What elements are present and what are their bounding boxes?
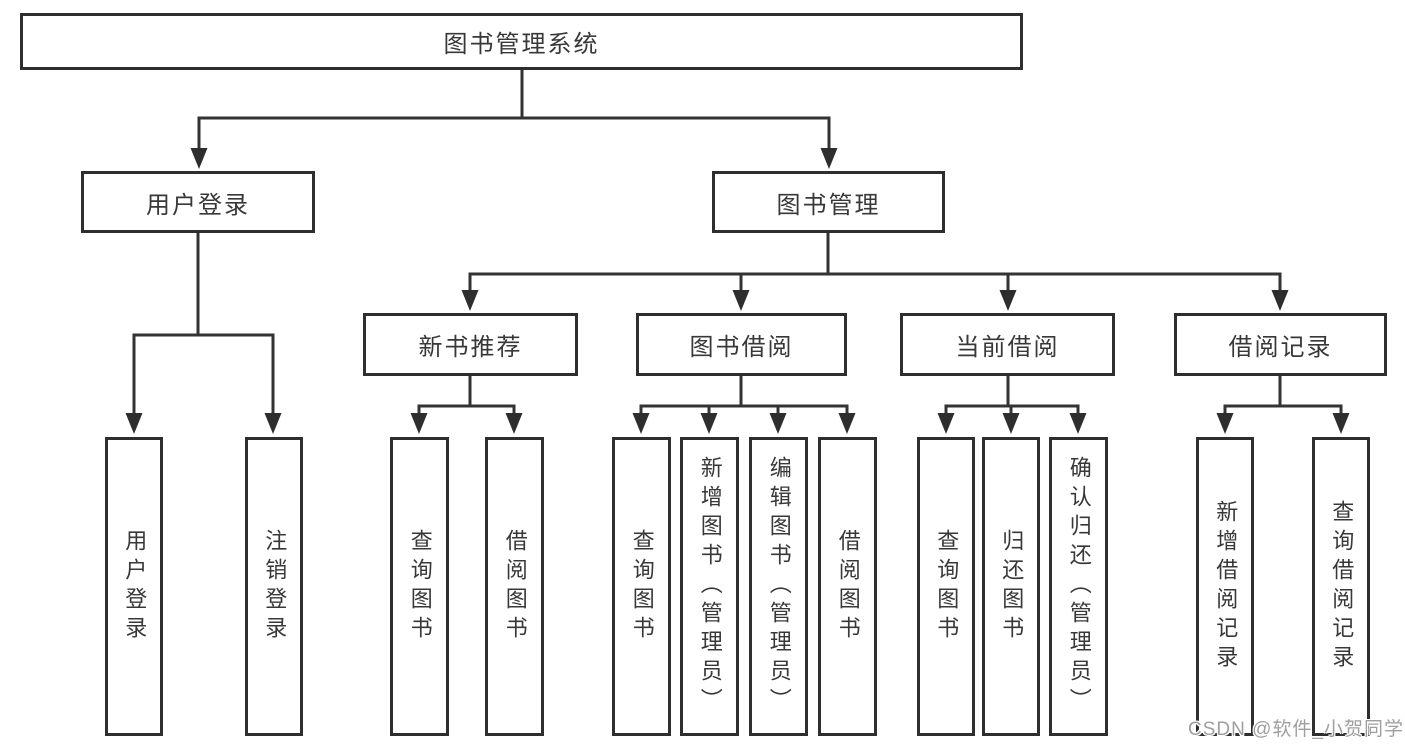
node-borrow-record: 借阅记录 <box>1174 313 1387 376</box>
arrow-down-icon <box>700 413 718 434</box>
leaf-user-login-label: 用户登录 <box>122 528 148 645</box>
node-new-book-recommend-label: 新书推荐 <box>418 334 523 361</box>
node-book-borrow: 图书借阅 <box>636 313 847 376</box>
leaf-logout: 注销登录 <box>245 437 303 736</box>
leaf-confirm-return-admin-label: 确认归还（管理员） <box>1066 456 1092 717</box>
arrow-down-icon <box>632 413 650 434</box>
leaf-query-borrow-record: 查询借阅记录 <box>1312 437 1370 736</box>
leaf-user-login: 用户登录 <box>105 437 163 736</box>
node-borrow-record-label: 借阅记录 <box>1228 334 1333 361</box>
node-book-management-label: 图书管理 <box>776 191 881 219</box>
node-user-login: 用户登录 <box>81 171 315 233</box>
leaf-borrow-books-label: 借阅图书 <box>835 528 861 645</box>
leaf-add-books-admin-label: 新增图书（管理员） <box>697 456 723 717</box>
csdn-watermark: CSDN @软件_小贺同学 <box>1188 719 1404 740</box>
arrow-down-icon <box>999 290 1017 311</box>
leaf-query-borrow-record-label: 查询借阅记录 <box>1329 499 1355 674</box>
connector-root <box>197 68 831 152</box>
leaf-borrow-query-books-label: 查询图书 <box>629 528 655 645</box>
leaf-borrow-books: 借阅图书 <box>818 437 877 736</box>
arrow-down-icon <box>461 290 479 311</box>
leaf-newbook-query-books: 查询图书 <box>390 437 449 736</box>
leaf-add-books-admin: 新增图书（管理员） <box>680 437 739 736</box>
leaf-edit-books-admin-label: 编辑图书（管理员） <box>766 456 792 717</box>
connector-new-book <box>417 374 516 416</box>
node-current-borrow: 当前借阅 <box>900 313 1115 376</box>
arrowheads <box>125 148 1350 434</box>
node-user-login-label: 用户登录 <box>146 191 250 219</box>
arrow-down-icon <box>820 148 838 169</box>
arrow-down-icon <box>838 413 856 434</box>
leaf-confirm-return-admin: 确认归还（管理员） <box>1049 437 1108 736</box>
arrow-down-icon <box>505 413 523 434</box>
leaf-logout-label: 注销登录 <box>262 528 288 645</box>
connector-user-login <box>132 231 275 416</box>
arrow-down-icon <box>769 413 787 434</box>
node-root: 图书管理系统 <box>20 13 1023 70</box>
arrow-down-icon <box>190 148 208 169</box>
connector-book-mgmt <box>468 231 1282 294</box>
leaf-add-borrow-record: 新增借阅记录 <box>1196 437 1254 736</box>
arrow-down-icon <box>264 413 282 434</box>
node-root-label: 图书管理系统 <box>443 31 600 58</box>
leaf-edit-books-admin: 编辑图书（管理员） <box>749 437 808 736</box>
leaf-current-query-books: 查询图书 <box>917 437 975 736</box>
arrow-down-icon <box>732 290 750 311</box>
connector-current-borrow <box>944 374 1080 416</box>
arrow-down-icon <box>1002 413 1020 434</box>
connector-borrow-record <box>1223 374 1343 416</box>
arrow-down-icon <box>937 413 955 434</box>
leaf-newbook-borrow-books-label: 借阅图书 <box>502 528 528 645</box>
arrow-down-icon <box>410 413 428 434</box>
leaf-add-borrow-record-label: 新增借阅记录 <box>1213 499 1239 674</box>
leaf-newbook-query-books-label: 查询图书 <box>407 528 433 645</box>
connector-book-borrow <box>639 374 849 416</box>
node-current-borrow-label: 当前借阅 <box>955 334 1060 361</box>
node-book-borrow-label: 图书借阅 <box>689 334 794 361</box>
leaf-current-query-books-label: 查询图书 <box>934 528 960 645</box>
arrow-down-icon <box>1216 413 1234 434</box>
node-book-management: 图书管理 <box>712 171 945 233</box>
leaf-return-books-label: 归还图书 <box>999 528 1025 645</box>
node-new-book-recommend: 新书推荐 <box>363 313 578 376</box>
arrow-down-icon <box>1332 413 1350 434</box>
leaf-newbook-borrow-books: 借阅图书 <box>485 437 544 736</box>
leaf-return-books: 归还图书 <box>982 437 1040 736</box>
arrow-down-icon <box>125 413 143 434</box>
arrow-down-icon <box>1271 290 1289 311</box>
leaf-borrow-query-books: 查询图书 <box>612 437 671 736</box>
arrow-down-icon <box>1069 413 1087 434</box>
